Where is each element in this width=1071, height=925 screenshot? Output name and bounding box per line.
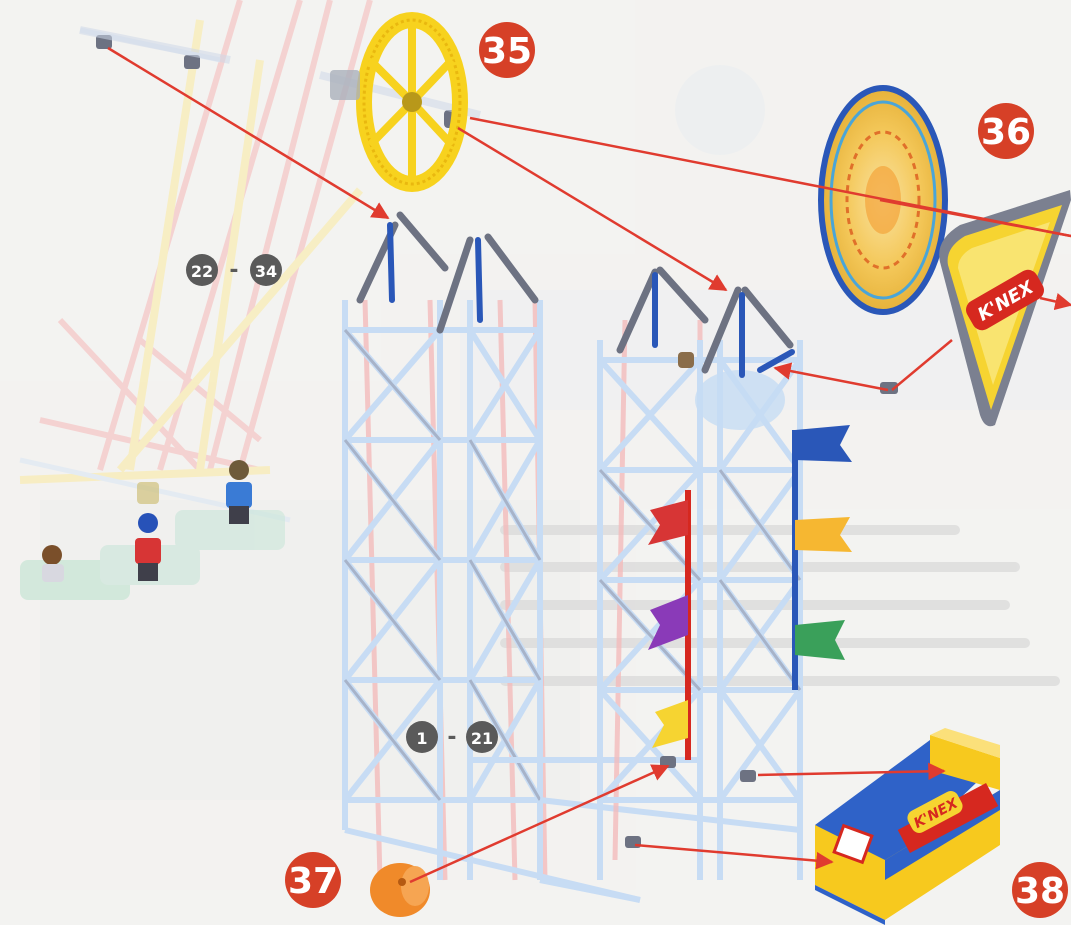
- step-badge-36: 36: [978, 103, 1034, 159]
- range-b-sep: -: [447, 725, 456, 750]
- orange-connector: [370, 863, 430, 917]
- range-b-from: 1: [416, 729, 427, 748]
- range-a-to: 34: [255, 262, 277, 281]
- step-number-37: 37: [288, 861, 338, 902]
- figure-2: [135, 513, 161, 581]
- step-badge-35: 35: [479, 22, 535, 78]
- range-badge-1-21: 1 - 21: [406, 721, 498, 753]
- step-badge-38: 38: [1012, 862, 1068, 918]
- range-a-sep: -: [229, 258, 238, 283]
- step-number-38: 38: [1015, 871, 1065, 912]
- range-badge-22-34: 22 - 34: [186, 254, 282, 286]
- figure-3: [226, 460, 252, 524]
- range-b-to: 21: [471, 729, 493, 748]
- step-number-35: 35: [482, 31, 532, 72]
- step-badge-37: 37: [285, 852, 341, 908]
- step-number-36: 36: [981, 112, 1031, 153]
- figure-4: [137, 482, 159, 504]
- range-a-from: 22: [191, 262, 213, 281]
